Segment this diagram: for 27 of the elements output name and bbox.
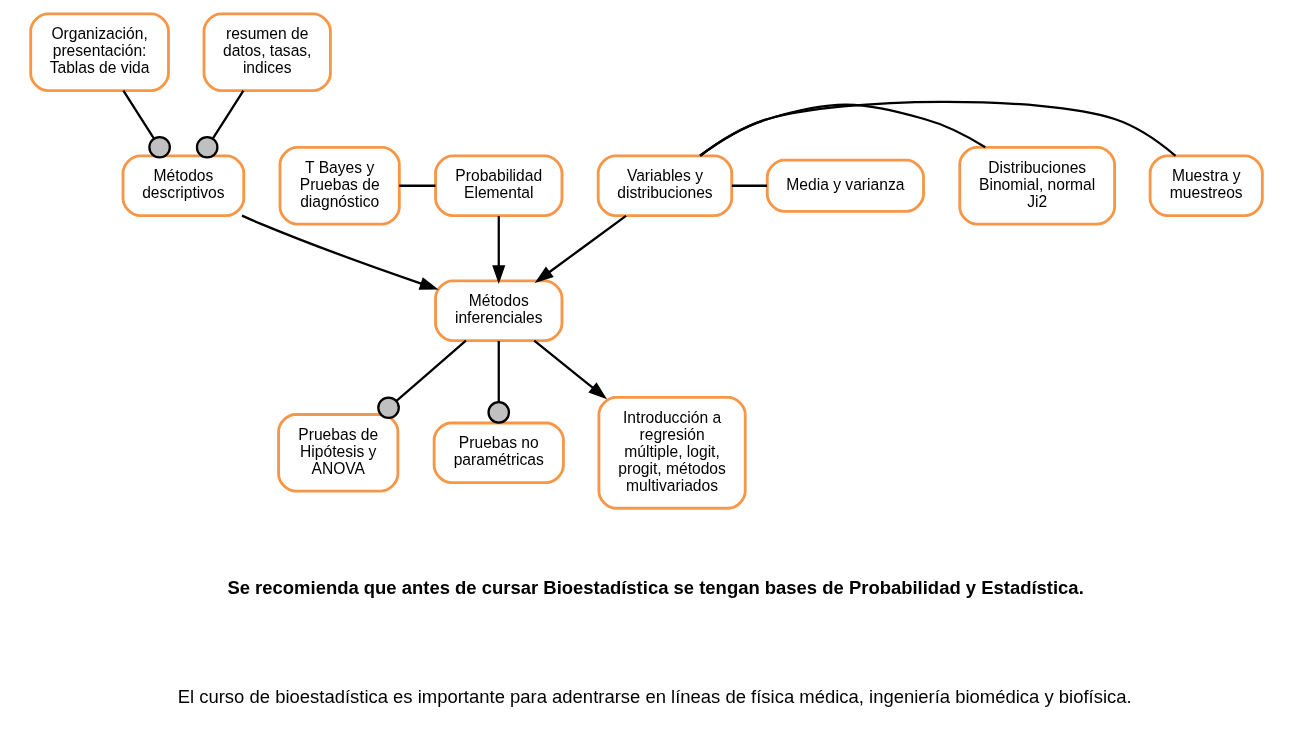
- node-box: Distribuciones Binomial, normal Ji2: [958, 145, 1116, 226]
- arrow: [534, 214, 627, 283]
- node-box: Introducción a regresión múltiple, logit, progit, métodos multivariados: [597, 396, 747, 510]
- node-box: Organización, presentación: Tablas de vida: [29, 12, 170, 92]
- connector: [699, 100, 1177, 157]
- node-box: Métodos descriptivos: [121, 154, 246, 217]
- connector: [699, 103, 986, 157]
- label: El curso de bioestadística es importante para adentrarse en líneas de física médica, ingeniería biomédica y biofísica.: [177, 686, 1132, 708]
- arrow: [241, 214, 439, 290]
- label: Se recomienda que antes de cursar Bioestadística se tengan bases de Probabilidad y Estadística.: [227, 577, 1084, 599]
- arrow: [492, 216, 506, 285]
- node-box: Muestra y muestreos: [1148, 154, 1264, 217]
- connector: [377, 339, 467, 420]
- connector: [195, 90, 245, 159]
- node-box: Variables y distribuciones: [596, 154, 734, 217]
- node-box: Pruebas de Hipótesis y ANOVA: [277, 413, 400, 493]
- node-box: Probabilidad Elemental: [434, 154, 564, 217]
- node-box: Media y varianza: [765, 158, 925, 213]
- connector: [122, 90, 171, 159]
- node-box: Métodos inferenciales: [434, 279, 564, 342]
- connector: [731, 184, 767, 187]
- node-box: resumen de datos, tasas, indices: [202, 12, 332, 92]
- connector: [487, 341, 511, 424]
- arrow: [533, 339, 608, 400]
- connector: [399, 184, 436, 187]
- node-box: Pruebas no paramétricas: [432, 421, 565, 485]
- node-box: T Bayes y Pruebas de diagnóstico: [278, 145, 401, 226]
